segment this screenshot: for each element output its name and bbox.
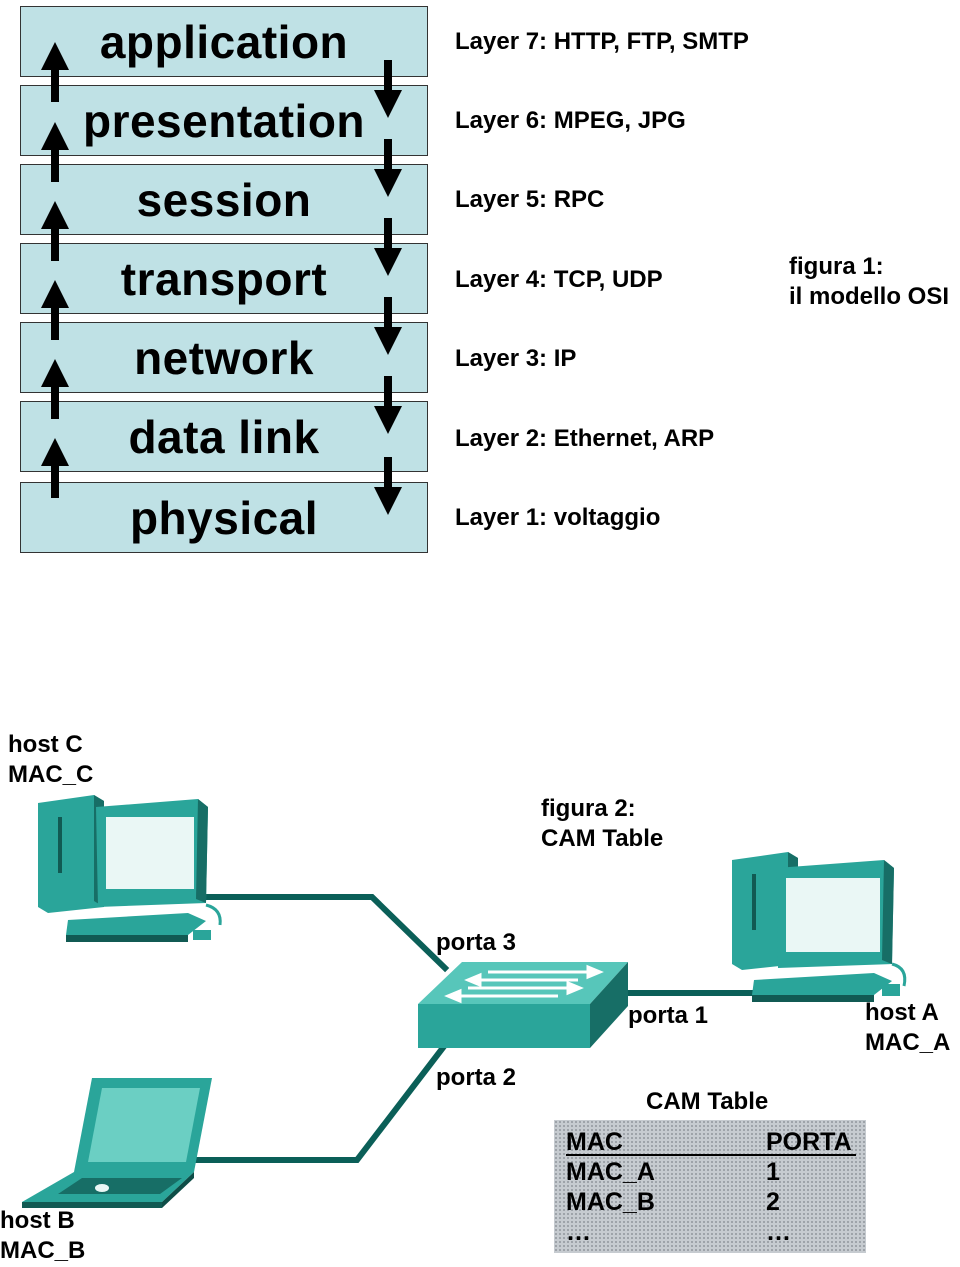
desktop-computer-icon (732, 852, 907, 1002)
host-mac: MAC_B (0, 1237, 86, 1264)
layer-name: presentation (82, 94, 366, 147)
layer-name: transport (120, 252, 328, 305)
down-arrow-icon (374, 139, 402, 197)
port-2-label: porta 2 (436, 1064, 517, 1091)
cam-cell-mac: MAC_A (566, 1158, 655, 1186)
figure1-caption: figura 1: il modello OSI (789, 252, 949, 312)
host-name: host C (8, 731, 83, 758)
cam-cell-mac: MAC_B (566, 1188, 655, 1216)
osi-layer-application: application (20, 6, 428, 77)
host-name: host A (865, 999, 939, 1026)
osi-layer-presentation: presentation (20, 85, 428, 156)
cam-header-porta: PORTA (766, 1128, 852, 1156)
cam-cell-porta: 2 (766, 1188, 780, 1216)
down-arrows (374, 60, 402, 515)
caption-line: figura 2: (541, 795, 636, 822)
up-arrows (41, 42, 69, 498)
cables (157, 894, 753, 1163)
osi-layer-network: network (20, 322, 428, 393)
layer-description: Layer 1: voltaggio (455, 504, 661, 531)
up-arrow-icon (41, 438, 69, 498)
up-arrow-icon (41, 280, 69, 340)
cam-table: MAC PORTA MAC_A 1 MAC_B 2 … … (554, 1120, 866, 1253)
layer-description: Layer 3: IP (455, 345, 577, 372)
down-arrow-icon (374, 376, 402, 434)
down-arrow-icon (374, 60, 402, 118)
cam-cell-mac: … (566, 1218, 591, 1246)
port-1-label: porta 1 (628, 1002, 709, 1029)
osi-layer-session: session (20, 164, 428, 235)
cam-header-mac: MAC (566, 1128, 623, 1156)
cam-table-title: CAM Table (646, 1088, 769, 1115)
host-b-label: host B MAC_B (0, 1206, 85, 1266)
host-name: host B (0, 1207, 75, 1234)
figure2-caption: figura 2: CAM Table (541, 794, 663, 854)
osi-layer-physical: physical (20, 482, 428, 553)
caption-line: figura 1: (789, 253, 884, 280)
down-arrow-icon (374, 297, 402, 355)
caption-line: CAM Table (541, 825, 664, 852)
host-c-label: host C MAC_C (8, 730, 93, 790)
layer-name: session (136, 173, 312, 226)
down-arrow-icon (374, 218, 402, 276)
cam-cell-porta: … (766, 1218, 791, 1246)
layer-name: physical (129, 491, 319, 544)
layer-description: Layer 4: TCP, UDP (455, 266, 663, 293)
desktop-computer-icon (38, 795, 222, 942)
switch-icon (418, 962, 628, 1048)
up-arrow-icon (41, 359, 69, 419)
up-arrow-icon (41, 42, 69, 102)
cable-host-b (157, 1040, 450, 1163)
host-mac: MAC_C (8, 761, 94, 788)
layer-description: Layer 7: HTTP, FTP, SMTP (455, 28, 749, 55)
port-3-label: porta 3 (436, 929, 517, 956)
up-arrow-icon (41, 122, 69, 182)
caption-line: il modello OSI (789, 283, 950, 310)
host-a-label: host A MAC_A (865, 998, 950, 1058)
up-arrow-icon (41, 201, 69, 261)
layer-name: network (134, 331, 314, 384)
osi-layer-transport: transport (20, 243, 428, 314)
layer-description: Layer 2: Ethernet, ARP (455, 425, 715, 452)
down-arrow-icon (374, 457, 402, 515)
layer-description: Layer 5: RPC (455, 186, 605, 213)
layer-description: Layer 6: MPEG, JPG (455, 107, 686, 134)
cam-cell-porta: 1 (766, 1158, 780, 1186)
cam-header-underline (566, 1154, 856, 1156)
host-mac: MAC_A (865, 1029, 951, 1056)
cable-host-c (202, 894, 450, 973)
osi-layer-data-link: data link (20, 401, 428, 472)
laptop-icon (22, 1078, 212, 1208)
layer-name: data link (128, 410, 320, 463)
layer-name: application (99, 15, 349, 68)
